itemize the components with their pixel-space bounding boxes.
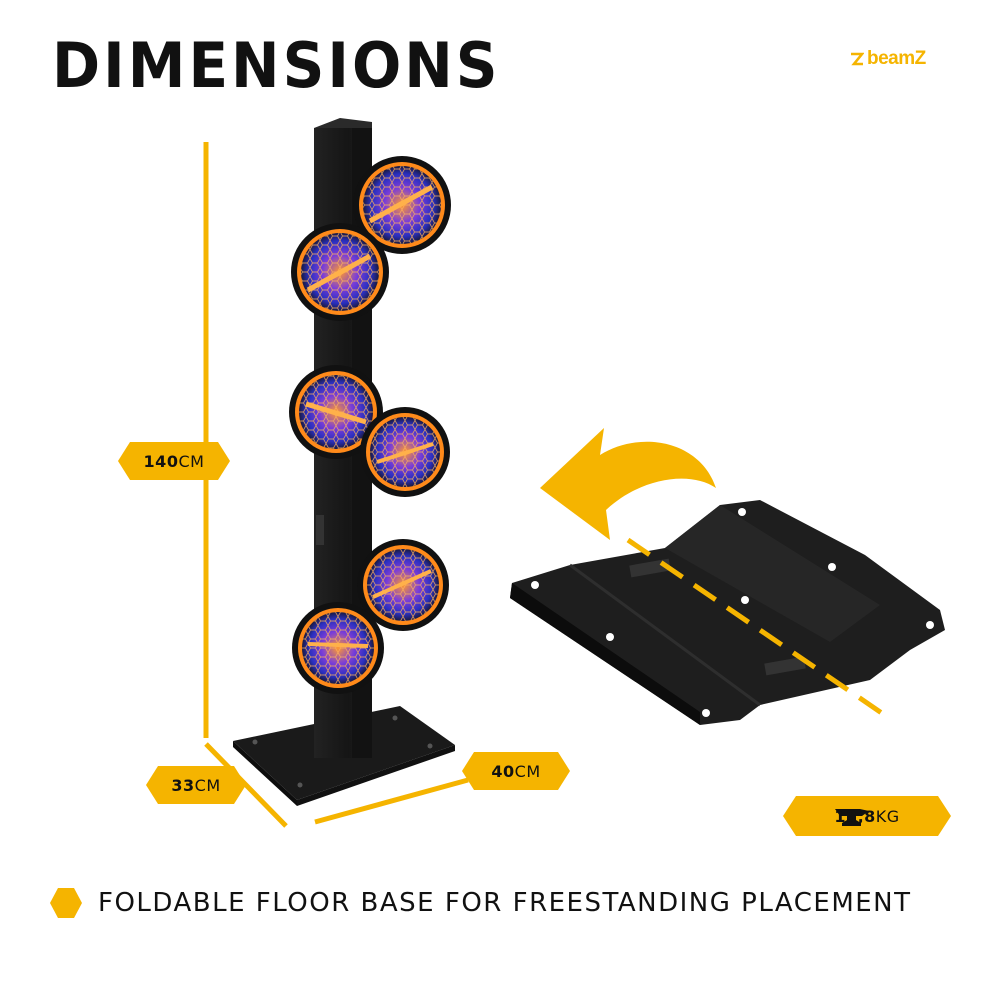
hexagon-bullet-icon (50, 888, 82, 918)
weight-label: 13,8KG (834, 807, 899, 826)
light-fixtures (289, 156, 451, 694)
folding-base-plate (510, 500, 945, 725)
fold-arrow-icon (540, 428, 716, 540)
feature-text: FOLDABLE FLOOR BASE FOR FREESTANDING PLA… (98, 888, 912, 918)
fold-line (626, 537, 894, 723)
weight-value: 13,8 (834, 806, 876, 826)
brand-name: beamZ (867, 48, 926, 69)
width-dimension-line (314, 777, 469, 825)
depth-value: 33 (171, 775, 195, 795)
width-label: 40CM (491, 762, 540, 781)
weight-unit: KG (875, 806, 900, 826)
width-badge: 40CM (462, 752, 570, 790)
width-value: 40 (491, 761, 515, 781)
depth-dimension-line (204, 742, 288, 828)
depth-badge: 33CM (146, 766, 246, 804)
depth-unit: CM (194, 775, 221, 795)
brand-logo: beamZ (850, 48, 926, 70)
weight-badge: 13,8KG (783, 796, 951, 836)
page-title: DIMENSIONS (52, 28, 501, 103)
anvil-icon (835, 808, 870, 826)
height-label: 140CM (144, 452, 205, 471)
height-value: 140 (143, 451, 179, 471)
height-badge: 140CM (118, 442, 230, 480)
width-unit: CM (514, 761, 541, 781)
depth-label: 33CM (171, 776, 220, 795)
height-unit: CM (178, 451, 205, 471)
beamz-logo-icon (851, 52, 864, 66)
feature-line: FOLDABLE FLOOR BASE FOR FREESTANDING PLA… (50, 888, 912, 918)
